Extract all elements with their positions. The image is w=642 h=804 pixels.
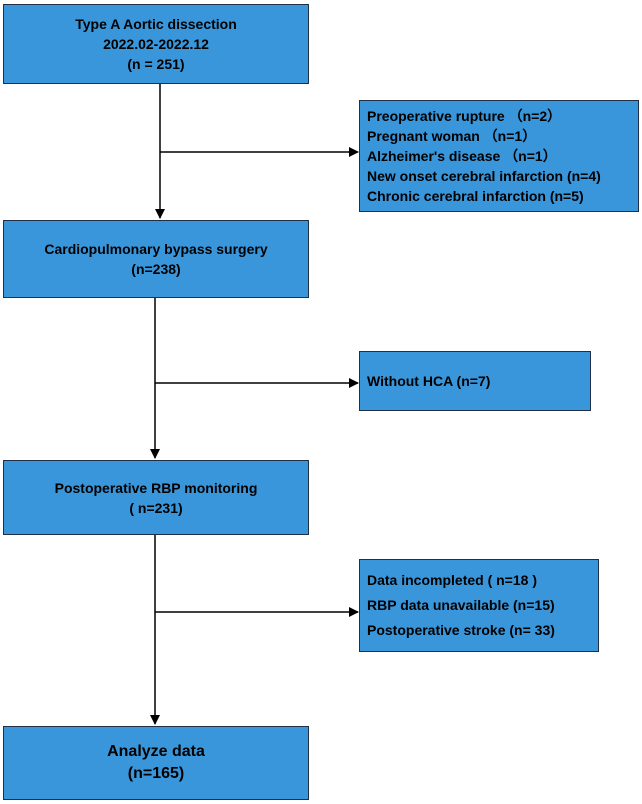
box-type-a-aortic-dissection: Type A Aortic dissection 2022.02-2022.12… <box>3 4 309 84</box>
box2-line-2: (n=238) <box>131 261 181 277</box>
box1-line-1: Type A Aortic dissection <box>75 16 237 32</box>
box3-line-2: ( n=231) <box>129 499 183 516</box>
box2-line-1: Cardiopulmonary bypass surgery <box>44 241 268 257</box>
exclusion3-item-1: Data incompleted ( n=18 ) <box>367 572 537 588</box>
box4-line-2: (n=165) <box>127 765 185 782</box>
box1-line-3: (n = 251) <box>127 56 185 72</box>
box4-line-1: Analyze data <box>107 743 205 760</box>
exclusion1-item-3: Alzheimer's disease （n=1） <box>367 148 557 164</box>
box-postoperative-rbp-monitoring: Postoperative RBP monitoring ( n=231) <box>3 460 309 535</box>
exclusion2-item-1: Without HCA (n=7) <box>367 373 491 389</box>
exclusion1-item-2: Pregnant woman （n=1） <box>367 128 537 144</box>
box1-line-2: 2022.02-2022.12 <box>103 36 209 52</box>
exclusion1-item-4: New onset cerebral infarction (n=4) <box>367 168 601 184</box>
exclusion3-item-2: RBP data unavailable (n=15) <box>367 597 555 613</box>
exclusion1-item-1: Preoperative rupture （n=2） <box>367 108 562 124</box>
exclusion1-item-5: Chronic cerebral infarction (n=5) <box>367 188 584 204</box>
exclusion-box-2: Without HCA (n=7) <box>359 351 591 411</box>
box3-line-1: Postoperative RBP monitoring <box>54 479 258 496</box>
exclusion-box-3: Data incompleted ( n=18 ) RBP data unava… <box>359 559 599 652</box>
exclusion-box-1: Preoperative rupture （n=2） Pregnant woma… <box>359 100 639 212</box>
box-analyze-data: Analyze data (n=165) <box>3 726 309 800</box>
box-cardiopulmonary-bypass: Cardiopulmonary bypass surgery (n=238) <box>3 220 309 298</box>
exclusion3-item-3: Postoperative stroke (n= 33) <box>367 622 555 638</box>
